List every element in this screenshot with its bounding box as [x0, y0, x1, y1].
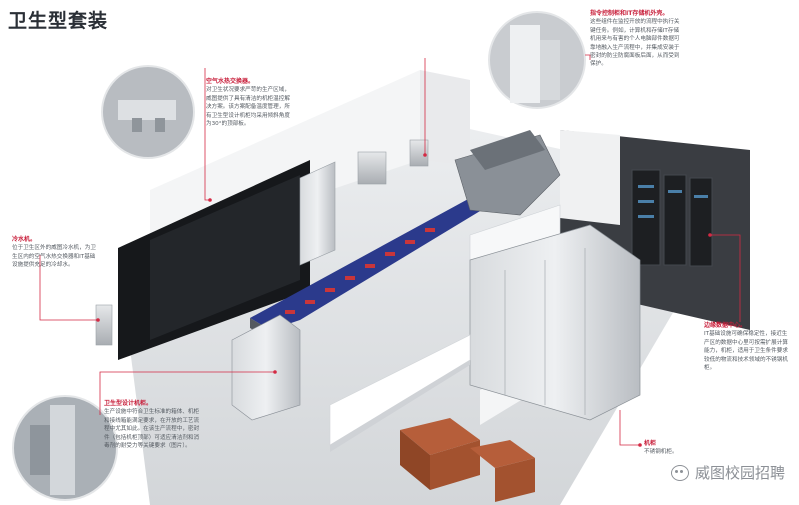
callout-heading: 指令控制柜和IT存储机外壳。	[590, 10, 669, 17]
callout-body: 这些组件在监控开放的流程中执行关键任务。例如，计算机和存储IT存储机用来与有害的…	[590, 19, 680, 68]
conveyor-products	[285, 228, 435, 314]
stainless-cabinet-block	[469, 224, 641, 421]
callout-hygienic-cabinet: 卫生型设计机柜。 生产设施中符合卫生标准的箱体、机柜和接线箱能满足要求，在开放的…	[104, 400, 204, 450]
server-rack-3	[689, 177, 713, 267]
callout-body: IT基础设施可确保稳定性，接近生产区的数据中心里可按需扩展计算能力，机柜，适用于…	[704, 331, 788, 372]
callout-body: 位于卫生区外的威图冷水机，为卫生区内的空气水热交换器和IT基础设施提供充足的冷却…	[12, 245, 96, 269]
back-wall-right	[420, 70, 470, 165]
callout-heading: 边缘数据中心。	[704, 322, 747, 329]
server-rack-2	[663, 174, 687, 266]
callout-heading: 机柜	[644, 440, 657, 447]
leader-lines	[39, 54, 741, 446]
watermark-text: 威图校园招聘	[694, 464, 785, 482]
watermark: 威图校园招聘	[670, 462, 785, 483]
callout-body: 对卫生状况要求严苛的生产区域，威图提供了具有清洁的机柜温控解决方案。该方案配备温…	[206, 87, 290, 128]
callout-heading: 冷水机。	[12, 236, 37, 243]
callout-chiller: 冷水机。 位于卫生区外的威图冷水机，为卫生区内的空气水热交换器和IT基础设施提供…	[12, 236, 96, 270]
right-wall-light	[560, 130, 620, 225]
chiller-unit	[95, 304, 113, 346]
callout-floor-cabinet: 机柜 不锈钢机柜。	[644, 440, 704, 457]
callout-body: 不锈钢机柜。	[644, 449, 678, 456]
callout-heading: 卫生型设计机柜。	[104, 400, 153, 407]
page-title: 卫生型套装	[8, 10, 109, 32]
back-wall-cabinet	[299, 161, 336, 266]
wechat-icon	[670, 464, 689, 481]
callout-air-exchanger: 空气水热交换器。 对卫生状况要求严苛的生产区域，威图提供了具有清洁的机柜温控解决…	[206, 78, 294, 128]
callout-heading: 空气水热交换器。	[206, 78, 255, 85]
callout-edge-datacenter: 边缘数据中心。 IT基础设施可确保稳定性，接近生产区的数据中心里可按需扩展计算能…	[704, 322, 790, 372]
callout-control-cabinet: 指令控制柜和IT存储机外壳。 这些组件在监控开放的流程中执行关键任务。例如，计算…	[590, 10, 680, 69]
crates	[400, 418, 480, 455]
callout-body: 生产设施中符合卫生标准的箱体、机柜和接线箱能满足要求，在开放的工艺流程中尤其如此…	[104, 409, 200, 450]
steel-machine	[231, 314, 301, 421]
